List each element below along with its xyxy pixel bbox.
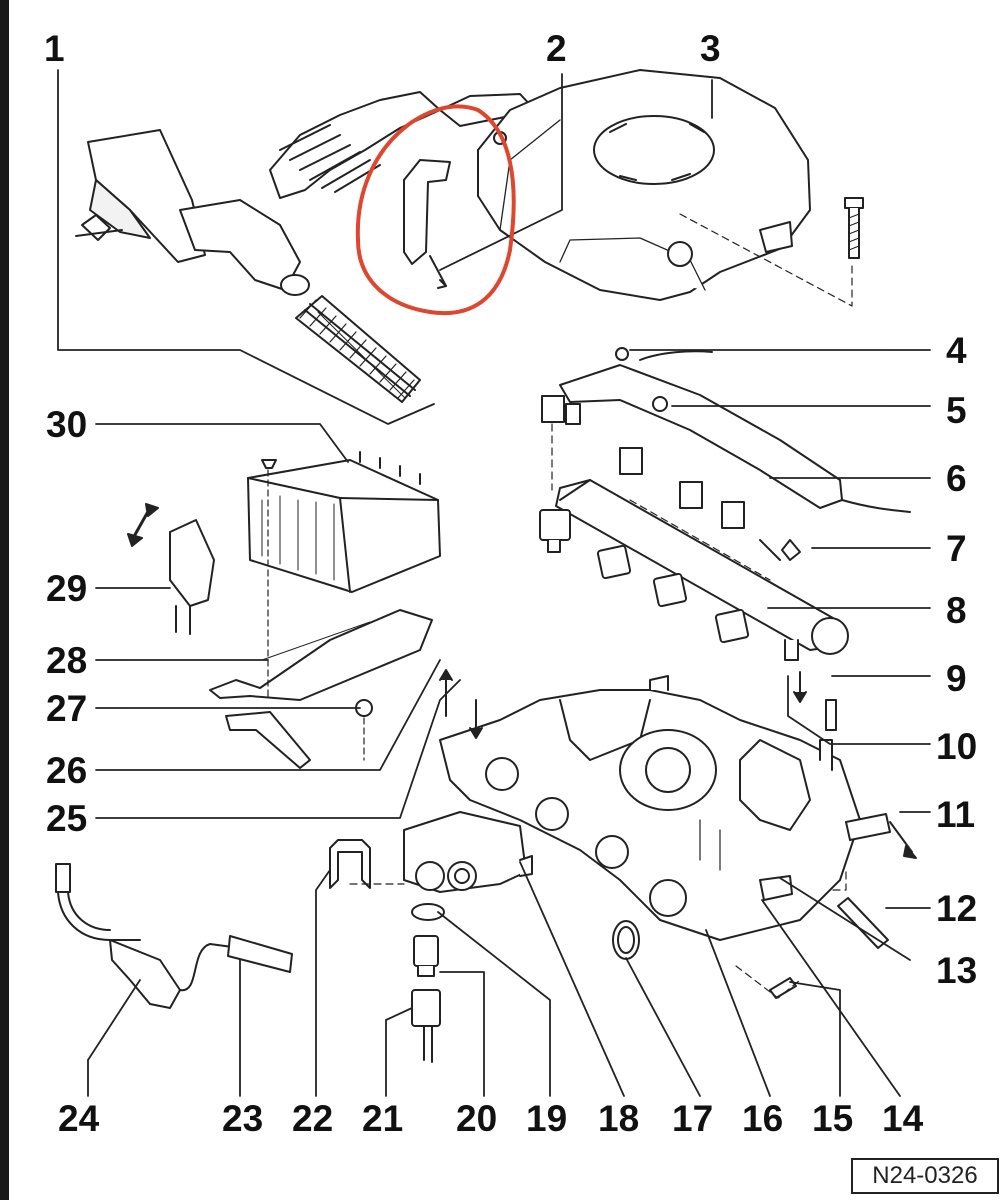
callout-26: 26 (46, 750, 88, 791)
injector-wiring-harness (541, 347, 911, 529)
o-ring (411, 903, 445, 921)
assembly-arrows (439, 669, 807, 739)
callout-3: 3 (700, 28, 721, 69)
intake-manifold (439, 675, 861, 941)
callout-4: 4 (946, 330, 967, 371)
callout-15: 15 (812, 1098, 854, 1139)
callout-28: 28 (46, 640, 88, 681)
callout-17: 17 (672, 1098, 714, 1139)
callout-9: 9 (946, 658, 967, 699)
valve-block (403, 811, 533, 893)
callout-25: 25 (46, 798, 88, 839)
vacuum-hose (837, 897, 889, 949)
callout-6: 6 (946, 458, 967, 499)
air-intake-duct (75, 91, 536, 296)
seal-ring (612, 920, 640, 960)
housing-bolt (844, 197, 864, 259)
engine-control-unit (247, 451, 441, 593)
callout-13: 13 (936, 950, 978, 991)
callout-20: 20 (456, 1098, 498, 1139)
callout-23: 23 (222, 1098, 264, 1139)
callout-11: 11 (936, 794, 976, 835)
callout-5: 5 (946, 390, 967, 431)
callout-27: 27 (46, 688, 88, 729)
retaining-clip (329, 839, 371, 889)
callout-21: 21 (362, 1098, 404, 1139)
callout-10: 10 (936, 726, 978, 767)
ecu-bracket (209, 609, 433, 769)
callout-14: 14 (882, 1098, 924, 1139)
diagram-id-box: N24-0326 (851, 1158, 999, 1194)
page-edge (0, 0, 9, 1200)
sender-connector (411, 989, 441, 1063)
leader-lines (57, 69, 931, 1097)
corrugated-hose (295, 295, 421, 403)
ecu-connector-clip (127, 503, 215, 635)
callout-7: 7 (946, 528, 967, 569)
callout-29: 29 (46, 568, 88, 609)
temperature-sensor (845, 813, 917, 859)
callout-16: 16 (742, 1098, 784, 1139)
callout-19: 19 (526, 1098, 568, 1139)
screw-and-nut (261, 459, 373, 761)
temperature-sender (413, 935, 439, 977)
callout-30: 30 (46, 404, 88, 445)
callout-12: 12 (936, 888, 978, 929)
callout-18: 18 (598, 1098, 640, 1139)
air-filter-housing (477, 69, 811, 301)
oxygen-sensor (55, 863, 293, 1009)
callout-8: 8 (946, 590, 967, 631)
callout-22: 22 (292, 1098, 334, 1139)
breather-hose (403, 159, 451, 289)
highlight-circle (355, 104, 516, 315)
callout-2: 2 (546, 28, 567, 69)
alignment-lines (349, 213, 853, 999)
callout-1: 1 (44, 28, 65, 69)
callout-24: 24 (58, 1098, 100, 1139)
